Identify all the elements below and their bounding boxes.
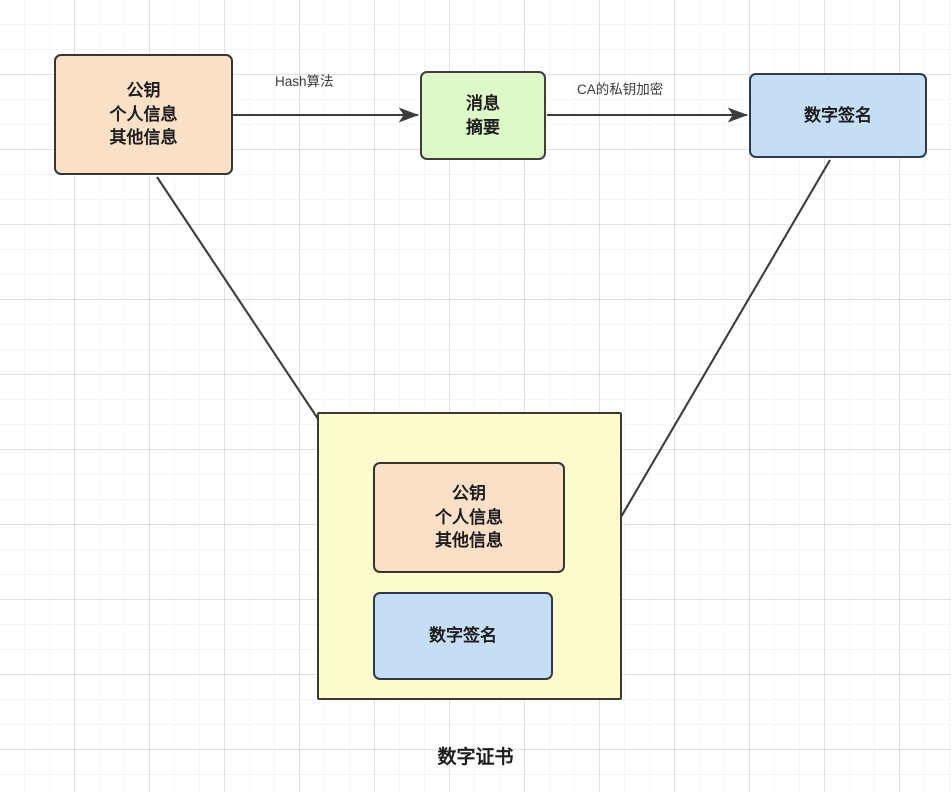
node-digital-signature-label: 数字签名	[804, 105, 872, 125]
node-cert-public-key-info-line-3: 其他信息	[435, 531, 503, 551]
node-public-key-info-line-1: 公钥	[126, 81, 161, 101]
edge-label-ca-private-key-encrypt: CA的私钥加密	[577, 82, 664, 97]
node-cert-public-key-info-line-1: 公钥	[452, 484, 486, 504]
node-message-digest[interactable]: 消息 摘要	[420, 71, 546, 160]
node-public-key-info[interactable]: 公钥 个人信息 其他信息	[54, 54, 233, 175]
node-message-digest-line-2: 摘要	[466, 117, 500, 137]
node-digital-signature[interactable]: 数字签名	[749, 73, 927, 158]
diagram-caption: 数字证书	[437, 747, 514, 768]
node-cert-digital-signature-label: 数字签名	[429, 626, 497, 646]
node-public-key-info-line-3: 其他信息	[109, 128, 178, 148]
node-cert-digital-signature[interactable]: 数字签名	[373, 592, 553, 680]
node-public-key-info-line-2: 个人信息	[109, 104, 178, 124]
node-cert-public-key-info[interactable]: 公钥 个人信息 其他信息	[373, 462, 565, 573]
edge-label-hash-algorithm: Hash算法	[275, 74, 334, 89]
node-message-digest-line-1: 消息	[466, 94, 500, 114]
node-cert-public-key-info-line-2: 个人信息	[435, 507, 503, 527]
